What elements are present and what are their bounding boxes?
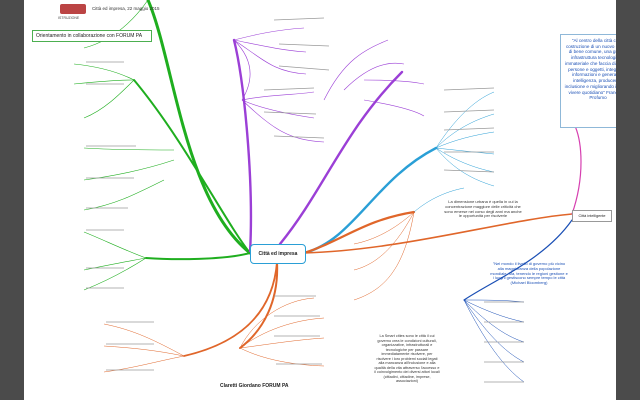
branch-purple-top xyxy=(232,38,253,255)
logo-caption: ISTRUZIONE xyxy=(58,16,80,20)
footer-credit: Claretti Giordano FORUM PA xyxy=(220,383,289,389)
branch-green-top xyxy=(146,0,252,255)
smart-city-definition: La Smart cities sono le città il cui gov… xyxy=(374,334,440,384)
branch-pink-quote xyxy=(571,119,582,215)
branch-navy-low xyxy=(463,219,573,301)
branch-green-mid xyxy=(145,252,251,261)
branch-orange-right xyxy=(302,210,416,255)
forum-pa-logo xyxy=(60,4,86,14)
branch-blue-right xyxy=(302,146,438,255)
dimension-note: La dimensione urbana è quella in cui la … xyxy=(444,199,522,219)
bloomberg-note: "Nel mondo il livello di governo più vic… xyxy=(490,261,568,286)
left-frame xyxy=(0,0,24,400)
mindmap-paper[interactable]: ISTRUZIONE Città ed impresa, 22 maggio 2… xyxy=(24,0,616,400)
right-frame xyxy=(616,0,640,400)
smart-city-node[interactable]: Città intelligente xyxy=(572,210,612,222)
branch-green-left xyxy=(133,79,251,254)
branch-to-smart xyxy=(303,213,573,254)
mindmap-branches xyxy=(73,0,582,383)
branch-orange-bottom xyxy=(239,261,279,349)
central-topic[interactable]: Città ed impresa xyxy=(250,244,306,264)
branch-purple-right xyxy=(278,70,404,246)
subtitle-box: Orientamento in collaborazione con FORUM… xyxy=(32,30,152,42)
branch-orange-bottom-left xyxy=(183,261,278,357)
event-title: Città ed impresa, 22 maggio 2015 xyxy=(92,6,160,11)
profumo-quote: "Al centro della città c'è la costruzion… xyxy=(560,34,616,128)
